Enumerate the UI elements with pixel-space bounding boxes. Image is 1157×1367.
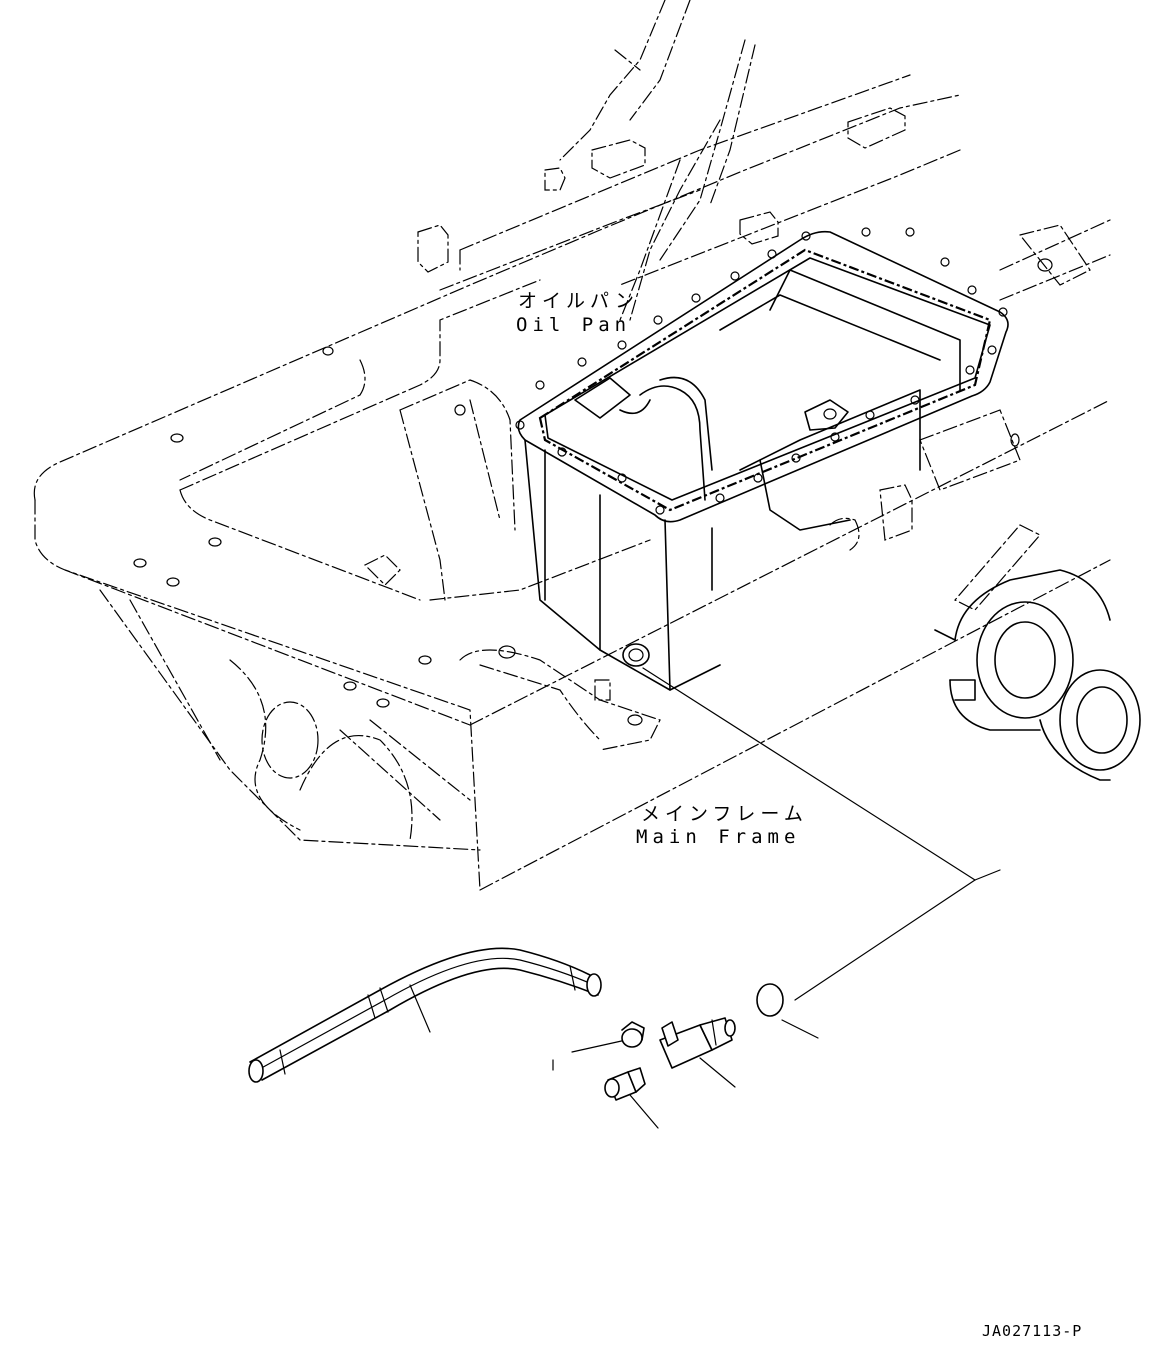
elbow-fitting-part <box>659 1017 736 1069</box>
oil-pan-label-en: Oil Pan <box>516 314 632 336</box>
trunnion-assembly <box>934 524 1141 781</box>
drawing-code: JA027113-P <box>982 1322 1083 1340</box>
leader-lines <box>409 667 1001 1129</box>
o-ring-part <box>756 983 784 1017</box>
main-frame-label-jp: メインフレーム <box>641 803 808 825</box>
upper-arm-structure <box>417 0 1091 321</box>
oil-pan <box>363 227 1021 691</box>
plug-part <box>604 1067 646 1101</box>
oil-pan-label-jp: オイルパン <box>518 290 639 312</box>
pipe-part <box>248 947 602 1083</box>
lower-bracket <box>459 645 661 751</box>
clip-part <box>621 1021 645 1048</box>
main-frame-label-en: Main Frame <box>636 826 801 848</box>
main-frame <box>33 74 1111 891</box>
